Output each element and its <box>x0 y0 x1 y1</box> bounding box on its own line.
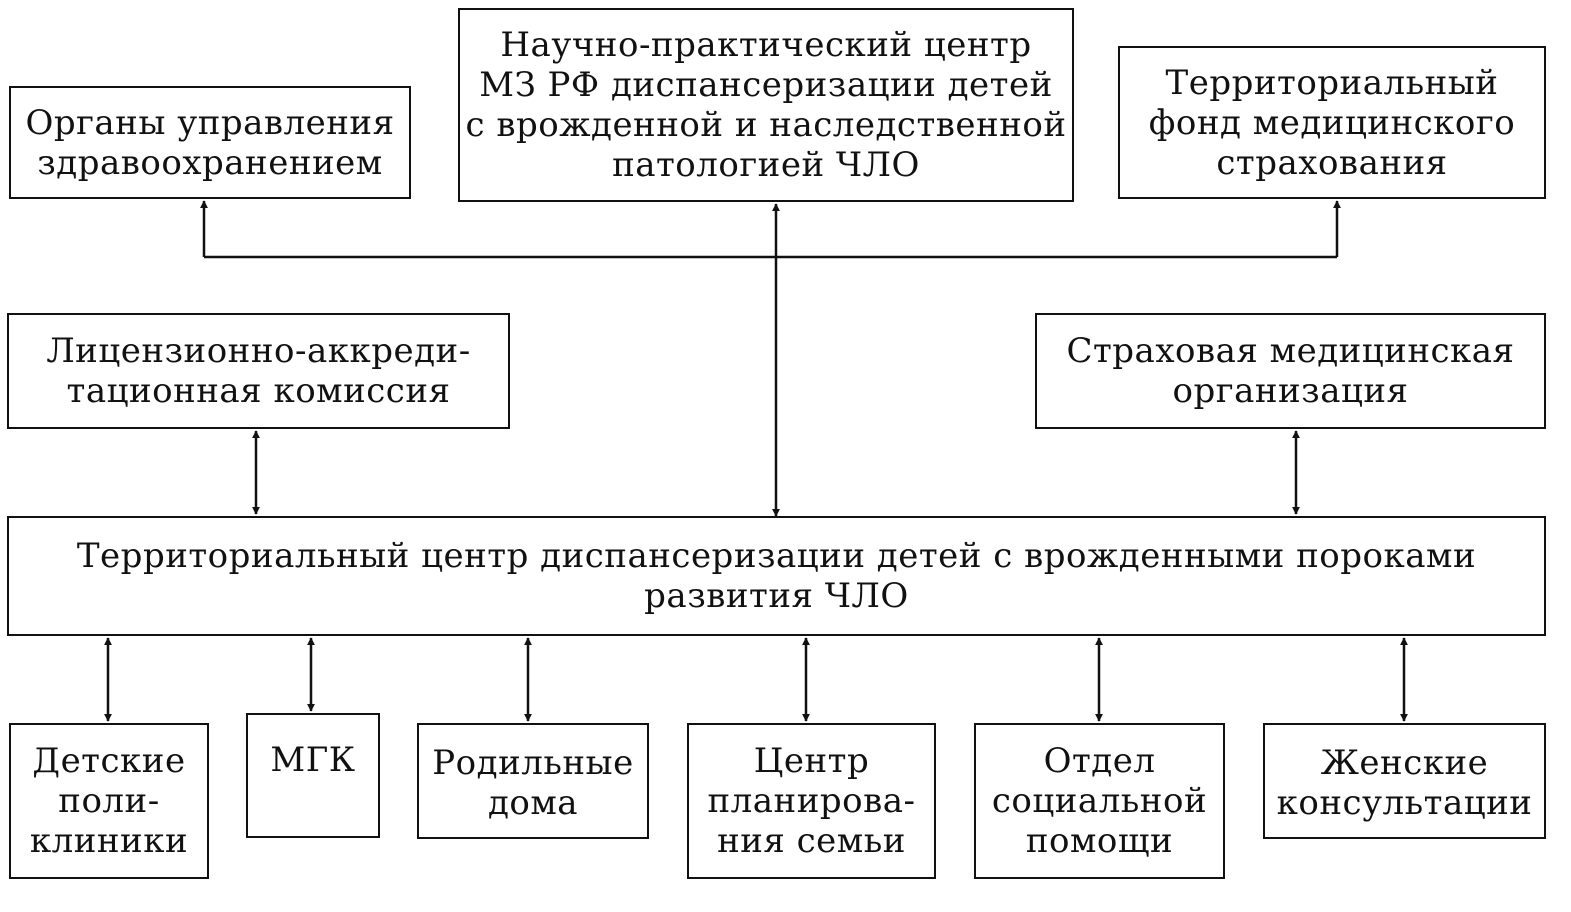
box-line: ния семьи <box>717 821 906 861</box>
box-line: с врожденной и наследственной <box>465 105 1067 145</box>
box-family-planning: Центр планирова- ния семьи <box>687 723 936 879</box>
box-line: консультации <box>1276 783 1533 823</box>
box-line: страхования <box>1216 142 1448 183</box>
box-line: патологией ЧЛО <box>612 145 920 185</box>
box-territorial-center: Территориальный центр диспансеризации де… <box>7 516 1546 636</box>
box-line: поли- <box>58 781 160 821</box>
box-line: Территориальный <box>1165 62 1499 103</box>
box-line: МЗ РФ диспансеризации детей <box>479 65 1053 105</box>
box-territorial-fund: Территориальный фонд медицинского страхо… <box>1118 46 1546 199</box>
box-line: Территориальный центр диспансеризации де… <box>76 536 1477 576</box>
box-health-authorities: Органы управления здравоохранением <box>9 86 411 199</box>
box-line: развития ЧЛО <box>644 576 909 616</box>
box-line: Научно-практический центр <box>500 25 1032 65</box>
box-line: организация <box>1172 371 1409 411</box>
box-line: Родильные <box>432 743 634 783</box>
box-line: помощи <box>1025 821 1174 861</box>
box-licensing-commission: Лицензионно-аккреди- тационная комиссия <box>7 313 510 429</box>
box-social-aid: Отдел социальной помощи <box>974 723 1225 879</box>
box-line: Отдел <box>1043 741 1156 781</box>
box-mgk: МГК <box>246 713 380 838</box>
box-line: дома <box>487 783 579 823</box>
box-line: Женские <box>1320 743 1489 783</box>
box-children-clinics: Детские поли- клиники <box>9 723 209 879</box>
box-line: здравоохранением <box>37 142 383 183</box>
box-line: МГК <box>270 740 356 780</box>
box-maternity-homes: Родильные дома <box>417 723 649 839</box>
box-insurance-org: Страховая медицинская организация <box>1035 313 1546 429</box>
box-line: тационная комиссия <box>66 371 451 411</box>
box-research-center: Научно-практический центр МЗ РФ диспансе… <box>458 8 1074 202</box>
box-line: Лицензионно-аккреди- <box>46 331 471 371</box>
box-line: Органы управления <box>25 102 395 143</box>
box-line: Центр <box>753 741 870 781</box>
box-line: социальной <box>991 781 1208 821</box>
box-line: планирова- <box>707 781 916 821</box>
box-line: Страховая медицинская <box>1066 331 1515 371</box>
box-womens-consult: Женские консультации <box>1263 723 1546 839</box>
box-line: Детские <box>32 741 186 781</box>
box-line: фонд медицинского <box>1148 102 1516 143</box>
box-line: клиники <box>29 821 189 861</box>
